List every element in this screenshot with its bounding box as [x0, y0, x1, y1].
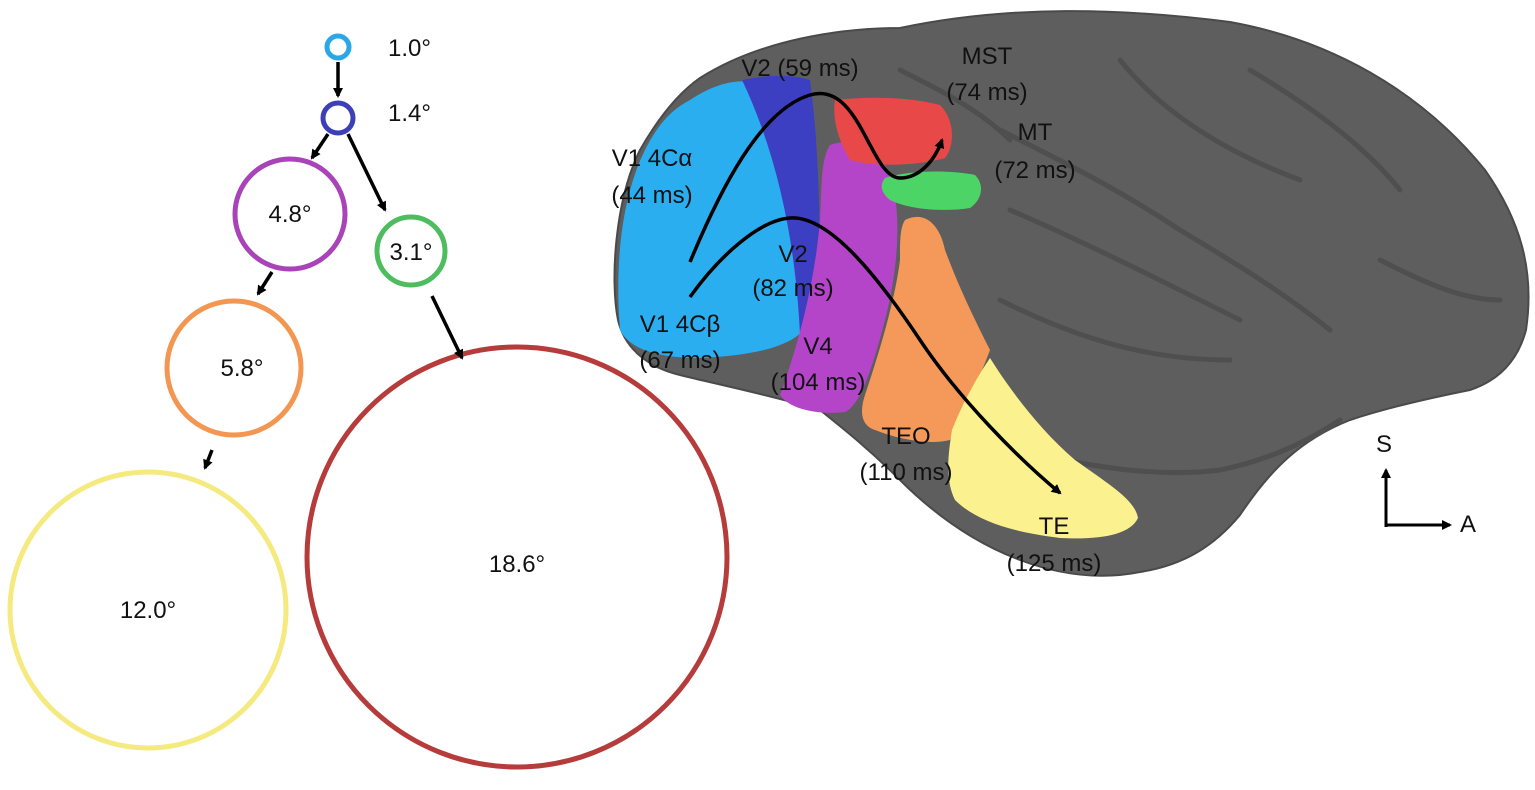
rf-circle-3-1: 3.1° — [374, 214, 448, 288]
area-te — [948, 358, 1138, 539]
rf-circle-1-4: 1.4° — [320, 100, 431, 136]
sulcus — [1007, 207, 1243, 323]
rf-label: 12.0° — [120, 597, 176, 624]
label-v4: V4 (104 ms) — [771, 333, 866, 396]
rf-ring — [304, 344, 730, 770]
label-mt: MT (72 ms) — [994, 119, 1075, 184]
label-teo: TEO (110 ms) — [860, 423, 953, 486]
rf-label: 1.0° — [388, 35, 431, 62]
rf-label: 18.6° — [489, 551, 545, 578]
label-v1-4cb-name: V1 4Cβ — [640, 311, 721, 338]
dorsal-pathway-arrow — [688, 91, 945, 263]
arrow-4-8-to-5-8 — [256, 271, 274, 296]
rf-ring — [232, 156, 348, 272]
ventral-pathway-arrow — [688, 216, 1062, 495]
sulcus — [997, 297, 1233, 363]
rf-label: 4.8° — [269, 201, 312, 228]
sulcus — [897, 67, 1013, 143]
rf-ring — [320, 100, 356, 136]
label-v2-dorsal: V2 (59 ms) — [741, 55, 858, 82]
area-v4 — [780, 142, 898, 413]
area-teo — [862, 216, 990, 442]
arrow-1-4-to-4-8 — [310, 133, 330, 160]
label-v1-4ca-latency: (44 ms) — [611, 182, 692, 209]
label-te-latency: (125 ms) — [1007, 550, 1102, 577]
label-mst-latency: (74 ms) — [946, 79, 1027, 106]
rf-ring — [7, 469, 289, 751]
rf-circle-1-0: 1.0° — [324, 33, 431, 62]
sulcus — [1377, 257, 1503, 303]
area-v2-dorsal — [742, 75, 820, 339]
area-mt — [881, 171, 982, 210]
rf-ring — [324, 33, 352, 61]
arrow-1-4-to-3-1 — [346, 133, 387, 212]
rf-circle-18-6: 18.6° — [304, 344, 730, 770]
label-v2-ventral: V2 (82 ms) — [752, 241, 833, 302]
rf-circle-4-8: 4.8° — [232, 156, 348, 272]
label-v1-4cb-latency: (67 ms) — [639, 347, 720, 374]
anterior-label: A — [1460, 511, 1476, 538]
label-mst: MST (74 ms) — [946, 43, 1027, 106]
label-v1-4ca-name: V1 4Cα — [612, 145, 693, 172]
pathway-arrows — [688, 91, 1062, 495]
label-teo-latency: (110 ms) — [860, 459, 953, 486]
label-te-name: TE — [1039, 513, 1070, 540]
brain-illustration: V1 4Cα (44 ms) V1 4Cβ (67 ms) V2 (59 ms)… — [611, 10, 1530, 577]
area-labels: V1 4Cα (44 ms) V1 4Cβ (67 ms) V2 (59 ms)… — [611, 43, 1101, 577]
arrow-3-1-to-18-6 — [430, 295, 464, 360]
area-mst — [834, 97, 952, 165]
label-v1-4cb: V1 4Cβ (67 ms) — [639, 311, 720, 374]
label-mt-latency: (72 ms) — [994, 157, 1075, 184]
receptive-field-diagram: 1.0° 1.4° 4.8° 3.1° 5.8° 12.0° 18.6° — [7, 33, 730, 770]
label-teo-name: TEO — [881, 423, 930, 450]
superior-label: S — [1376, 431, 1392, 458]
label-v2-ventral-latency: (82 ms) — [752, 275, 833, 302]
sulcus — [997, 127, 1333, 333]
label-v4-latency: (104 ms) — [771, 369, 866, 396]
label-mt-name: MT — [1018, 119, 1053, 146]
sulcus — [1247, 67, 1403, 193]
rf-label: 1.4° — [388, 100, 431, 127]
rf-circle-5-8: 5.8° — [164, 298, 304, 438]
rf-label: 3.1° — [390, 239, 433, 266]
label-v1-4ca: V1 4Cα (44 ms) — [611, 145, 692, 209]
label-v2-ventral-name: V2 — [778, 241, 807, 268]
label-v4-name: V4 — [803, 333, 832, 360]
rf-label: 5.8° — [221, 355, 264, 382]
sulcus — [1117, 57, 1303, 183]
label-mst-name: MST — [962, 43, 1013, 70]
rf-ring — [374, 214, 448, 288]
arrow-5-8-to-12-0 — [203, 449, 214, 470]
rf-ring — [164, 298, 304, 438]
orientation-indicator: S A — [1376, 431, 1476, 538]
rf-circle-12-0: 12.0° — [7, 469, 289, 751]
label-te: TE (125 ms) — [1007, 513, 1102, 577]
area-v1-4c — [618, 81, 810, 359]
rf-arrows — [203, 62, 464, 470]
